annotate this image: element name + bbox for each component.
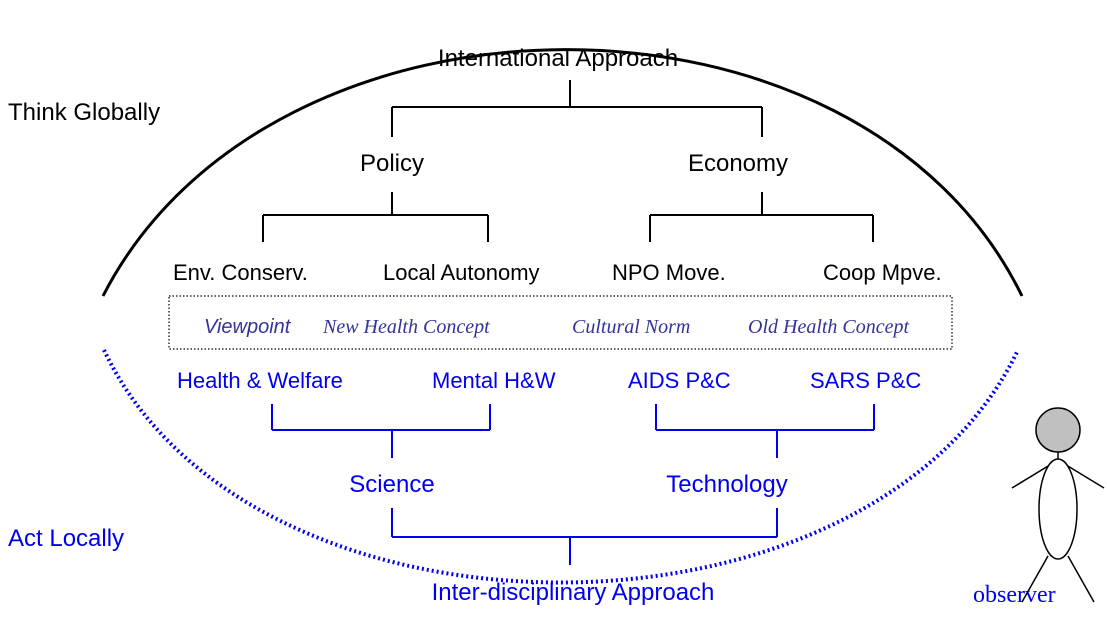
aids-pc-label: AIDS P&C [628,368,731,393]
local-bowl [102,349,1020,585]
economy-label: Economy [688,150,788,177]
international-approach-label: International Approach [438,45,678,72]
coop-mpve-label: Coop Mpve. [823,260,942,285]
cultural-norm-label: Cultural Norm [572,316,690,338]
international-tree-connectors [262,80,874,242]
new-health-concept-label: New Health Concept [322,316,490,338]
sars-pc-label: SARS P&C [810,368,921,393]
observer-label: observer [973,582,1056,608]
old-health-concept-label: Old Health Concept [748,316,910,338]
env-conserv-label: Env. Conserv. [173,260,308,285]
science-label: Science [349,471,434,498]
local-autonomy-label: Local Autonomy [383,260,540,285]
think-globally-label: Think Globally [8,99,160,126]
mental-hw-label: Mental H&W [432,368,556,393]
act-locally-label: Act Locally [8,525,124,552]
npo-move-label: NPO Move. [612,260,726,285]
health-welfare-label: Health & Welfare [177,368,343,393]
interdisciplinary-approach-label: Inter-disciplinary Approach [432,579,715,606]
viewpoint-label: Viewpoint [204,316,292,338]
technology-label: Technology [666,471,787,498]
interdisciplinary-tree-connectors [271,404,875,565]
viewpoint-box [168,295,953,350]
observer-figure-icon [1011,407,1105,603]
policy-label: Policy [360,150,424,177]
global-arch [101,48,1024,297]
